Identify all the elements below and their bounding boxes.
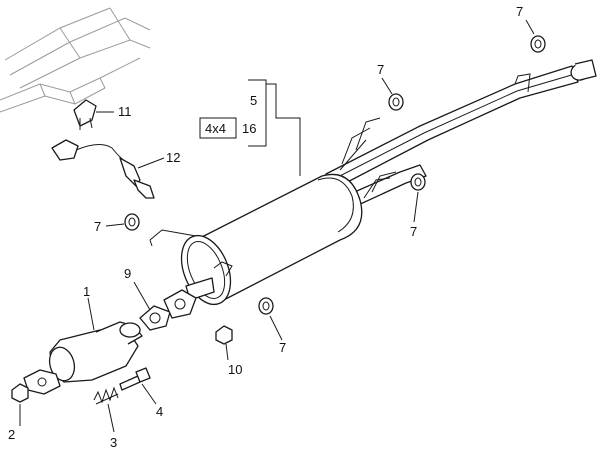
exhaust-pipe bbox=[325, 59, 597, 207]
label-10: 10 bbox=[228, 362, 242, 377]
lambda-sensor bbox=[51, 139, 155, 199]
catalytic-converter bbox=[23, 321, 143, 395]
gasket bbox=[139, 305, 171, 331]
spring bbox=[93, 386, 119, 405]
label-7-upper: 7 bbox=[377, 62, 384, 77]
label-9: 9 bbox=[124, 266, 131, 281]
leader-lines bbox=[19, 19, 535, 433]
label-7-left: 7 bbox=[94, 219, 101, 234]
label-7-lower: 7 bbox=[279, 340, 286, 355]
variant-tag-box bbox=[199, 117, 237, 139]
label-16: 16 bbox=[242, 121, 256, 136]
clip bbox=[73, 99, 97, 130]
label-4x4: 4x4 bbox=[205, 121, 226, 136]
label-7-right: 7 bbox=[410, 224, 417, 239]
label-1: 1 bbox=[83, 284, 90, 299]
label-11: 11 bbox=[118, 104, 132, 119]
label-3: 3 bbox=[110, 435, 117, 450]
nut bbox=[215, 325, 233, 345]
bolt bbox=[119, 367, 151, 391]
cap-nut bbox=[11, 383, 29, 403]
label-2: 2 bbox=[8, 427, 15, 442]
label-5: 5 bbox=[250, 93, 257, 108]
label-7-top-right: 7 bbox=[516, 4, 523, 19]
flange bbox=[163, 289, 197, 319]
rubber-mount bbox=[124, 35, 546, 315]
label-12: 12 bbox=[166, 150, 180, 165]
silencer-body bbox=[149, 173, 363, 306]
label-4: 4 bbox=[156, 404, 163, 419]
vehicle-floor-outline bbox=[0, 7, 151, 113]
